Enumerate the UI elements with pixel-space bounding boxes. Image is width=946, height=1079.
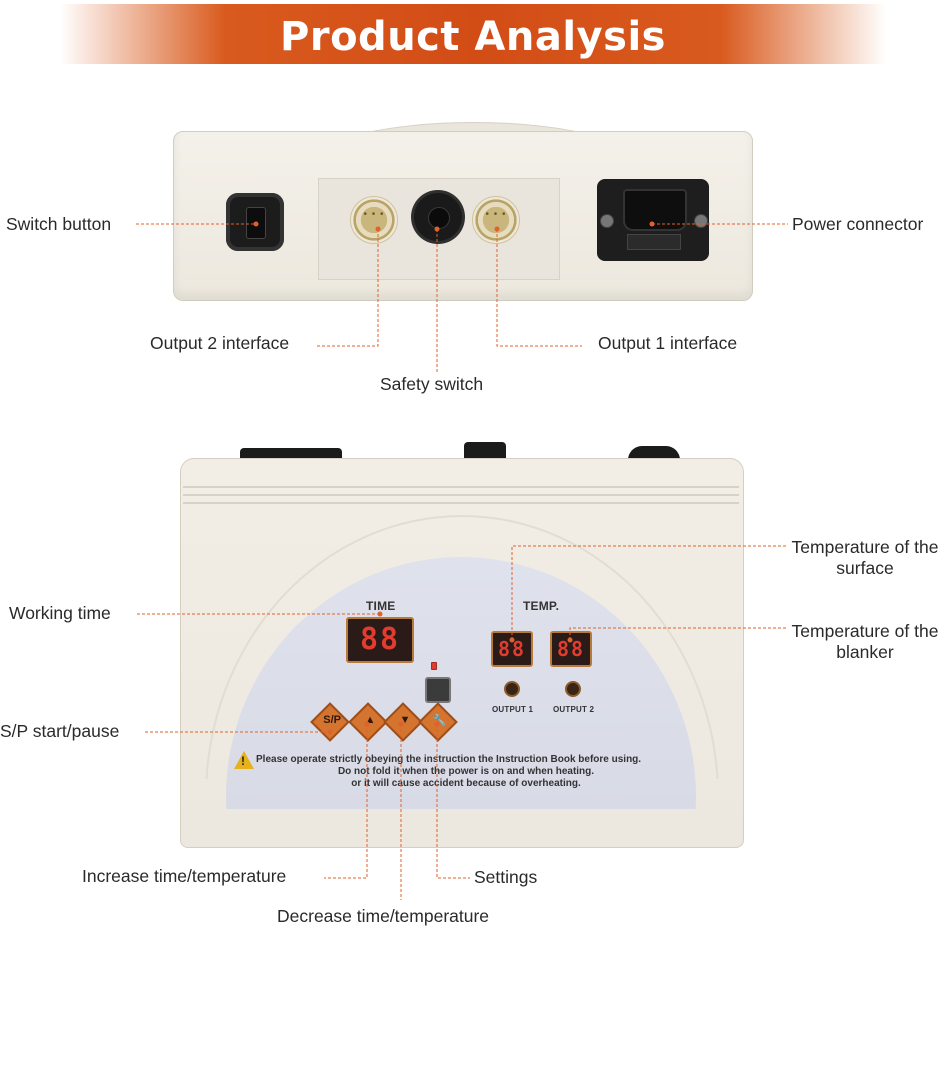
time-label: TIME	[366, 599, 396, 613]
arrow-up-icon: ▲	[364, 713, 376, 726]
callout-output-1-interface: Output 1 interface	[598, 333, 738, 353]
callout-switch-button: Switch button	[6, 214, 112, 234]
callout-output-2-interface: Output 2 interface	[150, 333, 290, 353]
device-top-connector	[240, 448, 342, 460]
settings-indicator-led	[431, 662, 437, 670]
warning-line-1: Please operate strictly obeying the inst…	[256, 754, 642, 765]
panel-ridge	[183, 502, 739, 504]
output-1-label: OUTPUT 1	[492, 705, 534, 714]
header-banner: Product Analysis	[60, 4, 886, 64]
output-1-socket-icon: • • •	[472, 196, 520, 244]
callout-temperature-surface: Temperature of the surface	[791, 537, 939, 578]
power-inlet-icon	[597, 179, 709, 261]
rocker-switch-icon	[226, 193, 284, 251]
temp-label: TEMP.	[523, 599, 560, 613]
callout-increase: Increase time/temperature	[82, 866, 287, 886]
callout-safety-switch: Safety switch	[380, 374, 484, 394]
warning-line-3: or it will cause accident because of ove…	[351, 778, 581, 789]
control-panel	[226, 557, 696, 809]
callout-decrease: Decrease time/temperature	[277, 906, 490, 926]
output-2-socket-icon: • • •	[350, 196, 398, 244]
warning-line-2: Do not fold it when the power is on and …	[337, 766, 595, 777]
surface-temp-display: 88	[491, 631, 533, 667]
sp-button-label: S/P	[323, 713, 341, 726]
callout-sp-start-pause: S/P start/pause	[0, 721, 120, 741]
blanker-temp-display: 88	[550, 631, 592, 667]
output-2-led	[565, 681, 581, 697]
panel-ridge	[183, 486, 739, 488]
callout-settings: Settings	[474, 867, 538, 887]
warning-text: Please operate strictly obeying the inst…	[256, 754, 696, 790]
warning-icon: !	[234, 751, 254, 769]
screw-icon	[600, 214, 614, 228]
safety-switch-knob-icon	[414, 193, 462, 241]
wrench-icon: 🔧	[432, 714, 447, 727]
page-title: Product Analysis	[280, 14, 666, 60]
device-top-plug	[628, 446, 680, 460]
panel-ridge	[183, 494, 739, 496]
device-top-knob	[464, 442, 506, 460]
callout-temperature-blanker: Temperature of the blanker	[791, 621, 939, 662]
callout-working-time: Working time	[9, 603, 111, 623]
set-button[interactable]	[425, 677, 451, 703]
time-display: 88	[346, 617, 414, 663]
callout-power-connector: Power connector	[792, 214, 924, 234]
output-2-label: OUTPUT 2	[553, 705, 595, 714]
screw-icon	[694, 214, 708, 228]
output-1-led	[504, 681, 520, 697]
arrow-down-icon: ▼	[399, 713, 411, 726]
